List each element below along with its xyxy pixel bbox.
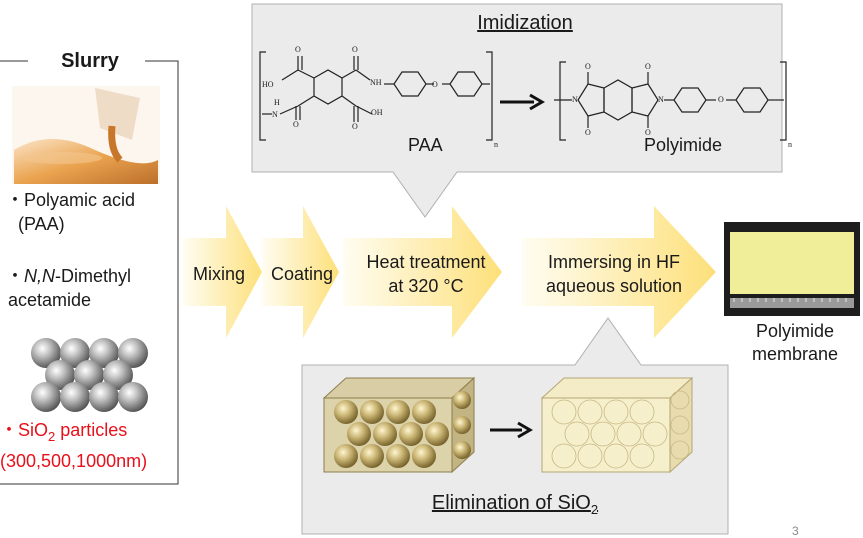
atom-n-right: N <box>658 95 664 104</box>
atom-o-ether-pi: O <box>718 95 724 104</box>
slurry-title: Slurry <box>36 50 144 73</box>
polyimide-structure-label: Polyimide <box>644 135 723 155</box>
arrow-coating <box>262 206 339 338</box>
atom-n-paa: N <box>272 110 278 119</box>
cube-with-spheres <box>322 376 476 474</box>
elimination-box <box>301 317 729 535</box>
step-immersing-line2: aqueous solution <box>545 276 683 296</box>
subscript-n-paa: n <box>494 140 498 149</box>
porous-cube <box>540 376 694 474</box>
step-mixing: Mixing <box>192 264 245 284</box>
polyimide-structure <box>554 61 787 141</box>
slurry-item-dmac: ・N,N-Dimethyl acetamide <box>6 264 131 312</box>
step-immersing: Immersing in HF aqueous solution <box>522 250 706 298</box>
sio2-particles-label: particles <box>55 420 128 440</box>
slurry-panel-border <box>0 60 179 485</box>
step-heat-line2: at 320 °C <box>388 276 464 296</box>
elimination-title-subscript: 2 <box>590 502 599 517</box>
atom-o-pi-4: O <box>645 128 651 137</box>
sio2-spheres <box>31 338 148 412</box>
membrane-label: Polyimide membrane <box>730 320 860 366</box>
atom-o-2: O <box>352 45 358 54</box>
atom-o-3: O <box>293 120 299 129</box>
step-heat-line1: Heat treatment <box>366 252 486 272</box>
step-immersing-line1: Immersing in HF <box>547 252 681 272</box>
atom-ho: HO <box>262 80 274 89</box>
paa-structure <box>259 51 493 141</box>
sio2-subscript: 2 <box>48 429 56 444</box>
subscript-n-pi: n <box>788 140 792 149</box>
atom-o-4: O <box>352 122 358 131</box>
dmac-name-line2: acetamide <box>8 290 92 310</box>
atom-o-pi-1: O <box>585 62 591 71</box>
membrane-label-line1: Polyimide <box>755 321 835 341</box>
slurry-item-paa: ・Polyamic acid (PAA) <box>6 188 135 236</box>
page-number: 3 <box>792 524 799 538</box>
slurry-photo <box>12 86 160 184</box>
atom-o-ether-paa: O <box>432 80 438 89</box>
elimination-title-main: Elimination of SiO <box>431 492 591 514</box>
atom-oh: OH <box>371 108 383 117</box>
atom-o-1: O <box>295 45 301 54</box>
step-coating: Coating <box>270 264 334 284</box>
imidization-title: Imidization <box>477 12 573 34</box>
paa-abbrev: (PAA) <box>18 214 65 234</box>
arrow-immersing <box>522 206 716 338</box>
atom-n-left: N <box>572 95 578 104</box>
paa-label: ・Polyamic acid <box>6 190 136 210</box>
dmac-name: -Dimethyl <box>55 266 132 286</box>
slurry-item-sio2: ・SiO2 particles (300,500,1000nm) <box>0 418 147 473</box>
membrane-label-line2: membrane <box>751 344 839 364</box>
imidization-box <box>251 3 783 218</box>
imidization-arrow <box>500 93 545 111</box>
sio2-label: ・SiO <box>0 420 49 440</box>
arrow-heat-treatment <box>343 206 502 338</box>
process-arrows <box>183 206 716 338</box>
sio2-sizes: (300,500,1000nm) <box>0 451 148 471</box>
elimination-title: Elimination of SiO2 <box>380 492 650 517</box>
step-heat-treatment: Heat treatment at 320 °C <box>344 250 508 298</box>
arrow-mixing <box>183 206 262 338</box>
membrane-photo <box>724 222 860 316</box>
atom-o-pi-2: O <box>585 128 591 137</box>
atom-h-paa: H <box>274 98 280 107</box>
dmac-italic: N,N <box>24 266 55 286</box>
paa-structure-label: PAA <box>408 135 443 155</box>
dmac-bullet: ・ <box>6 266 24 286</box>
elimination-arrow <box>490 421 533 439</box>
atom-nh: NH <box>370 78 382 87</box>
atom-o-pi-3: O <box>645 62 651 71</box>
